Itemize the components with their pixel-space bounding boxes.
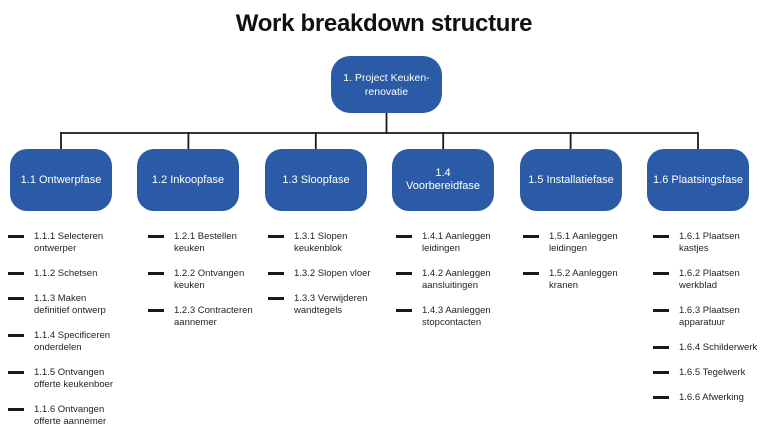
wbs-item-label: 1.3.2 Slopen vloer: [294, 268, 371, 279]
wbs-item-label: 1.4.1 Aanleggen leidingen: [422, 231, 491, 254]
phase-box-sloopfase: 1.3 Sloopfase: [265, 149, 367, 211]
dash-icon: [653, 396, 669, 399]
wbs-item: 1.1.6 Ontvangen offerte aannemer: [8, 404, 118, 428]
wbs-item: 1.6.2 Plaatsen werkblad: [653, 268, 768, 292]
wbs-item-label: 1.6.1 Plaatsen kastjes: [679, 231, 740, 254]
wbs-item-label: 1.6.2 Plaatsen werkblad: [679, 268, 740, 291]
phase-box-inkoopfase: 1.2 Inkoopfase: [137, 149, 239, 211]
wbs-item-label: 1.1.5 Ontvangen offerte keukenboer: [34, 367, 114, 390]
wbs-item-label: 1.5.2 Aanleggen kranen: [549, 268, 618, 291]
wbs-item: 1.1.3 Maken definitief ontwerp: [8, 293, 118, 317]
wbs-item-label: 1.4.2 Aanleggen aansluitingen: [422, 268, 491, 291]
phase-box-label: 1.1 Ontwerpfase: [20, 173, 102, 186]
phase-box-ontwerpfase: 1.1 Ontwerpfase: [10, 149, 112, 211]
dash-icon: [268, 235, 284, 238]
wbs-item: 1.3.2 Slopen vloer: [268, 268, 374, 280]
wbs-item-label: 1.5.1 Aanleggen leidingen: [549, 231, 618, 254]
dash-icon: [148, 272, 164, 275]
wbs-item: 1.2.2 Ontvangen keuken: [148, 268, 256, 292]
dash-icon: [653, 272, 669, 275]
wbs-item-label: 1.1.1 Selecteren ontwerper: [34, 231, 104, 254]
wbs-item: 1.3.1 Slopen keukenblok: [268, 231, 374, 255]
dash-icon: [653, 346, 669, 349]
wbs-item-label: 1.1.3 Maken definitief ontwerp: [34, 293, 106, 316]
wbs-item-label: 1.6.5 Tegelwerk: [679, 367, 746, 378]
dash-icon: [653, 235, 669, 238]
phase-box-plaatsingsfase: 1.6 Plaatsingsfase: [647, 149, 749, 211]
task-column-sloopfase: 1.3.1 Slopen keukenblok 1.3.2 Slopen vlo…: [268, 231, 374, 317]
wbs-item: 1.6.3 Plaatsen apparatuur: [653, 305, 768, 329]
wbs-item: 1.4.3 Aanleggen stopcontacten: [396, 305, 504, 329]
dash-icon: [148, 235, 164, 238]
dash-icon: [8, 408, 24, 411]
wbs-item-label: 1.1.2 Schetsen: [34, 268, 98, 279]
dash-icon: [396, 272, 412, 275]
dash-icon: [8, 235, 24, 238]
wbs-item: 1.1.4 Specificeren onderdelen: [8, 330, 118, 354]
wbs-item-label: 1.2.1 Bestellen keuken: [174, 231, 237, 254]
phase-box-label: 1.4 Voorbereidfase: [406, 167, 480, 192]
wbs-item: 1.5.1 Aanleggen leidingen: [523, 231, 629, 255]
phase-box-label: 1.2 Inkoopfase: [151, 173, 225, 186]
dash-icon: [653, 371, 669, 374]
task-column-installatiefase: 1.5.1 Aanleggen leidingen 1.5.2 Aanlegge…: [523, 231, 629, 292]
wbs-item-label: 1.4.3 Aanleggen stopcontacten: [422, 305, 491, 328]
wbs-item-label: 1.2.2 Ontvangen keuken: [174, 268, 245, 291]
task-column-plaatsingsfase: 1.6.1 Plaatsen kastjes 1.6.2 Plaatsen we…: [653, 231, 768, 404]
page-title: Work breakdown structure: [235, 10, 533, 37]
dash-icon: [653, 309, 669, 312]
dash-icon: [523, 272, 539, 275]
task-column-inkoopfase: 1.2.1 Bestellen keuken 1.2.2 Ontvangen k…: [148, 231, 256, 329]
dash-icon: [523, 235, 539, 238]
phase-box-label: 1.6 Plaatsingsfase: [653, 173, 743, 186]
phase-box-label: 1.5 Installatiefase: [528, 173, 614, 186]
phase-box-label: 1.3 Sloopfase: [282, 173, 350, 186]
dash-icon: [268, 272, 284, 275]
wbs-item-label: 1.1.6 Ontvangen offerte aannemer: [34, 404, 107, 427]
wbs-item-label: 1.1.4 Specificeren onderdelen: [34, 330, 111, 353]
wbs-item: 1.4.2 Aanleggen aansluitingen: [396, 268, 504, 292]
wbs-item-label: 1.6.6 Afwerking: [679, 392, 744, 403]
dash-icon: [396, 309, 412, 312]
wbs-item-label: 1.6.4 Schilderwerk: [679, 342, 758, 353]
wbs-item: 1.2.1 Bestellen keuken: [148, 231, 256, 255]
wbs-item: 1.6.6 Afwerking: [653, 392, 768, 404]
dash-icon: [8, 272, 24, 275]
root-node: 1. Project Keuken-renovatie: [331, 56, 442, 113]
wbs-item: 1.6.4 Schilderwerk: [653, 342, 768, 354]
dash-icon: [396, 235, 412, 238]
wbs-item: 1.3.3 Verwijderen wandtegels: [268, 293, 374, 317]
wbs-item: 1.1.5 Ontvangen offerte keukenboer: [8, 367, 118, 391]
wbs-item-label: 1.3.1 Slopen keukenblok: [294, 231, 348, 254]
wbs-item-label: 1.6.3 Plaatsen apparatuur: [679, 305, 740, 328]
dash-icon: [8, 334, 24, 337]
task-column-ontwerpfase: 1.1.1 Selecteren ontwerper 1.1.2 Schetse…: [8, 231, 118, 428]
wbs-item-label: 1.3.3 Verwijderen wandtegels: [294, 293, 368, 316]
dash-icon: [148, 309, 164, 312]
phase-box-installatiefase: 1.5 Installatiefase: [520, 149, 622, 211]
wbs-item: 1.6.1 Plaatsen kastjes: [653, 231, 768, 255]
wbs-item: 1.1.2 Schetsen: [8, 268, 118, 280]
wbs-item: 1.1.1 Selecteren ontwerper: [8, 231, 118, 255]
wbs-item: 1.6.5 Tegelwerk: [653, 367, 768, 379]
wbs-item: 1.2.3 Contracteren aannemer: [148, 305, 256, 329]
phase-box-voorbereidfase: 1.4 Voorbereidfase: [392, 149, 494, 211]
dash-icon: [268, 297, 284, 300]
wbs-item: 1.4.1 Aanleggen leidingen: [396, 231, 504, 255]
root-node-label: 1. Project Keuken-renovatie: [343, 71, 430, 98]
wbs-item-label: 1.2.3 Contracteren aannemer: [174, 305, 253, 328]
wbs-item: 1.5.2 Aanleggen kranen: [523, 268, 629, 292]
dash-icon: [8, 371, 24, 374]
task-column-voorbereidfase: 1.4.1 Aanleggen leidingen 1.4.2 Aanlegge…: [396, 231, 504, 329]
dash-icon: [8, 297, 24, 300]
